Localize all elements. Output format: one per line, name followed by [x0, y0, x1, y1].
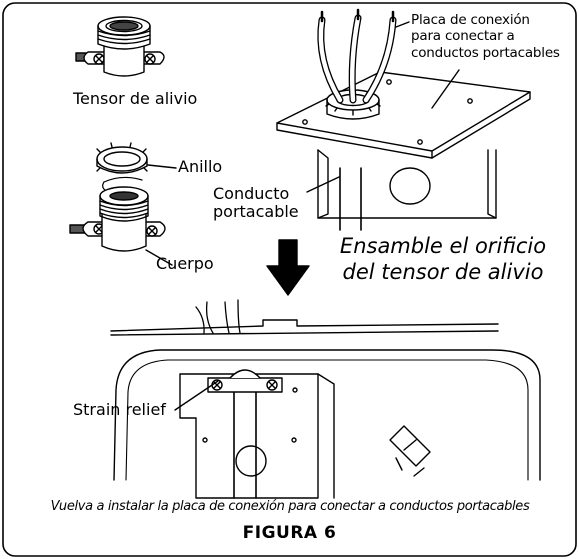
- assembly-arrow: [266, 239, 310, 296]
- ring-part: [96, 142, 177, 174]
- label-conducto-line2: portacable: [213, 202, 299, 222]
- connection-plate-top: [276, 8, 531, 231]
- label-cuerpo: Cuerpo: [156, 254, 214, 273]
- label-ensamble-line2: del tensor de alivio: [342, 260, 544, 285]
- label-placa-de-conexion: Placa de conexión para conectar a conduc…: [411, 12, 571, 61]
- label-placa-line3: conductos portacables: [411, 44, 560, 61]
- box-assembly-bottom: [110, 299, 541, 499]
- label-placa-line2: para conectar a: [411, 28, 515, 45]
- label-anillo: Anillo: [178, 157, 223, 176]
- figure-title: FIGURA 6: [242, 523, 337, 543]
- label-tensor-de-alivio: Tensor de alivio: [73, 89, 198, 108]
- label-ensamble-instruction: Ensamble el orificio del tensor de alivi…: [313, 233, 573, 286]
- strain-relief-assembled: [75, 16, 165, 77]
- figure-caption: Vuelva a instalar la placa de conexión p…: [50, 499, 530, 514]
- label-strain-relief: Strain relief: [73, 400, 166, 419]
- label-conducto-portacable: Conducto portacable: [213, 184, 313, 222]
- label-ensamble-line1: Ensamble el orificio: [339, 234, 547, 258]
- rotation-arrow: [103, 176, 143, 183]
- label-conducto-line1: Conducto: [213, 184, 290, 203]
- label-placa-line1: Placa de conexión: [411, 12, 530, 28]
- body-part: [69, 186, 173, 266]
